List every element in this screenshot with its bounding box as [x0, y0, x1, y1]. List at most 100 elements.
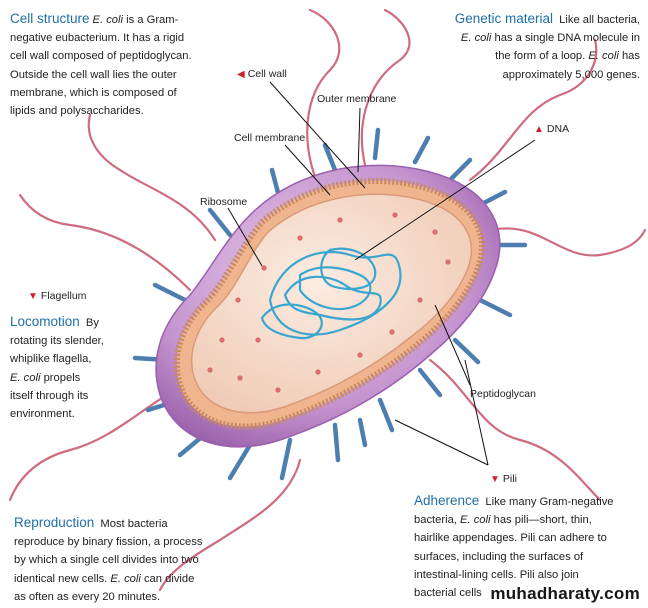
- locomotion-line-4: itself through its: [10, 389, 89, 402]
- dna-pointer: [354, 139, 536, 261]
- ribosome-dot: [357, 352, 363, 358]
- pilus: [357, 417, 368, 448]
- cell-structure-line-5: lipids and polysaccharides.: [10, 105, 144, 118]
- ribosome-dot: [255, 337, 261, 343]
- cell-structure-line-1: negative eubacterium. It has a rigid: [10, 32, 185, 45]
- genetic-material-line-1-i: E. coli: [460, 32, 492, 45]
- flagellum-label: ▼Flagellum: [28, 290, 86, 302]
- cell-membrane-text: Cell membrane: [234, 132, 306, 144]
- pili-text: Pili: [502, 473, 517, 485]
- reproduction-line-3b: can divide: [140, 572, 195, 585]
- genetic-material-line-1: has a single DNA molecule in: [491, 32, 640, 45]
- ribosome-dot: [261, 265, 267, 271]
- flagellum-strand: [428, 358, 602, 502]
- ribosome-dot: [389, 329, 395, 335]
- adherence-heading: Adherence: [414, 493, 480, 508]
- cell-wall-label: ◀Cell wall: [237, 68, 287, 80]
- flagellum-strand: [87, 113, 217, 242]
- reproduction-line-1: reproduce by binary fission, a process: [14, 536, 203, 549]
- flagellum-strand: [158, 458, 302, 592]
- ribosome-dot: [297, 235, 303, 241]
- ribosome-dot: [432, 229, 438, 235]
- genetic-material-line-2-i: E. coli: [588, 50, 619, 63]
- ribosome-dot: [445, 259, 451, 265]
- locomotion-line-2: whiplike flagella,: [10, 353, 92, 366]
- genetic-material-line-0: Like all bacteria,: [556, 14, 640, 26]
- adherence-line-5: bacterial cells: [414, 587, 482, 600]
- flagellum-strand: [468, 38, 598, 182]
- cytoplasm: [190, 193, 473, 414]
- dna-strand: [283, 275, 382, 321]
- reproduction-block: Reproduction Most bacteria reproduce by …: [14, 514, 239, 606]
- genetic-material-block: Genetic material Like all bacteria, E. c…: [430, 10, 640, 84]
- ribosome-dot: [337, 217, 343, 223]
- outer-membrane-pointer: [357, 107, 361, 173]
- pili-pointer: [464, 359, 489, 466]
- genetic-material-heading: Genetic material: [454, 11, 554, 26]
- flagellum-strand: [360, 8, 411, 167]
- cell-structure-line-0: is a Gram-: [123, 14, 179, 26]
- flagellum-text: Flagellum: [40, 290, 87, 302]
- cell-structure-line-2: cell wall composed of peptidoglycan.: [10, 50, 192, 63]
- reproduction-line-3a: identical new cells.: [14, 572, 111, 585]
- pilus: [152, 282, 188, 303]
- locomotion-block: Locomotion By rotating its slender, whip…: [10, 313, 145, 423]
- ribosome-text: Ribosome: [200, 196, 248, 208]
- dna-loop: [260, 247, 402, 340]
- watermark: muhadharaty.com: [488, 584, 642, 604]
- pilus: [377, 397, 395, 433]
- pilus: [227, 442, 253, 481]
- cell-structure-line-4: membrane, which is composed of: [10, 86, 177, 99]
- pilus: [477, 297, 513, 318]
- cell-membrane-label: Cell membrane: [234, 132, 305, 144]
- pointer-lines: [227, 81, 536, 466]
- locomotion-heading: Locomotion: [10, 314, 80, 329]
- adherence-line-0: Like many Gram-negative: [482, 496, 614, 508]
- ribosome-dot: [237, 375, 243, 381]
- adherence-line-1b: has pili—short, thin,: [490, 514, 592, 527]
- ribosome-dot: [207, 367, 213, 373]
- pilus: [332, 422, 341, 463]
- flagellum-strand: [488, 227, 647, 257]
- pilus: [279, 437, 293, 481]
- ribosome-dot: [219, 337, 225, 343]
- pili-label: ▼Pili: [490, 473, 517, 485]
- dna-strand: [298, 266, 372, 311]
- triangle-down-icon: ▼: [28, 291, 38, 302]
- triangle-down-icon: ▼: [490, 474, 500, 485]
- peptidoglycan-label: Peptidoglycan: [470, 388, 536, 400]
- dna-strand: [320, 247, 377, 291]
- ribosome-dot: [417, 297, 423, 303]
- reproduction-line-0: Most bacteria: [97, 518, 168, 530]
- ribosome-dot: [315, 369, 321, 375]
- adherence-line-2: hairlike appendages. Pili can adhere to: [414, 532, 607, 545]
- locomotion-line-5: environment.: [10, 408, 75, 421]
- genetic-material-line-2a: the form of a loop.: [495, 50, 589, 63]
- ribosome-label: Ribosome: [200, 196, 247, 208]
- reproduction-line-2: by which a single cell divides into two: [14, 554, 199, 567]
- adherence-line-1-i: E. coli: [460, 514, 491, 527]
- pilus: [452, 337, 481, 365]
- locomotion-line-3: propels: [40, 371, 81, 384]
- triangle-up-icon: ▲: [534, 124, 544, 135]
- genetic-material-line-2b: has: [618, 50, 640, 63]
- dna-label: ▲DNA: [534, 123, 569, 135]
- flagellum-strand: [18, 193, 192, 292]
- triangle-left-icon: ◀: [237, 69, 245, 80]
- pilus: [447, 157, 473, 183]
- dna-strand: [260, 303, 323, 340]
- dna-text: DNA: [546, 123, 570, 135]
- peptidoglycan-pointer: [434, 304, 471, 386]
- pilus: [412, 135, 431, 165]
- adherence-line-3: surfaces, including the surfaces of: [414, 550, 584, 563]
- adherence-line-1a: bacteria,: [414, 514, 461, 527]
- locomotion-line-1: rotating its slender,: [10, 335, 104, 348]
- cell-structure-line-0-i: E. coli: [92, 14, 123, 26]
- adherence-line-4: intestinal-lining cells. Pili also join: [414, 568, 579, 581]
- adherence-block: Adherence Like many Gram-negative bacter…: [414, 492, 644, 602]
- flagellum-strand: [306, 8, 341, 187]
- peptidoglycan-text: Peptidoglycan: [470, 388, 536, 400]
- ribosome-pointer: [227, 207, 263, 267]
